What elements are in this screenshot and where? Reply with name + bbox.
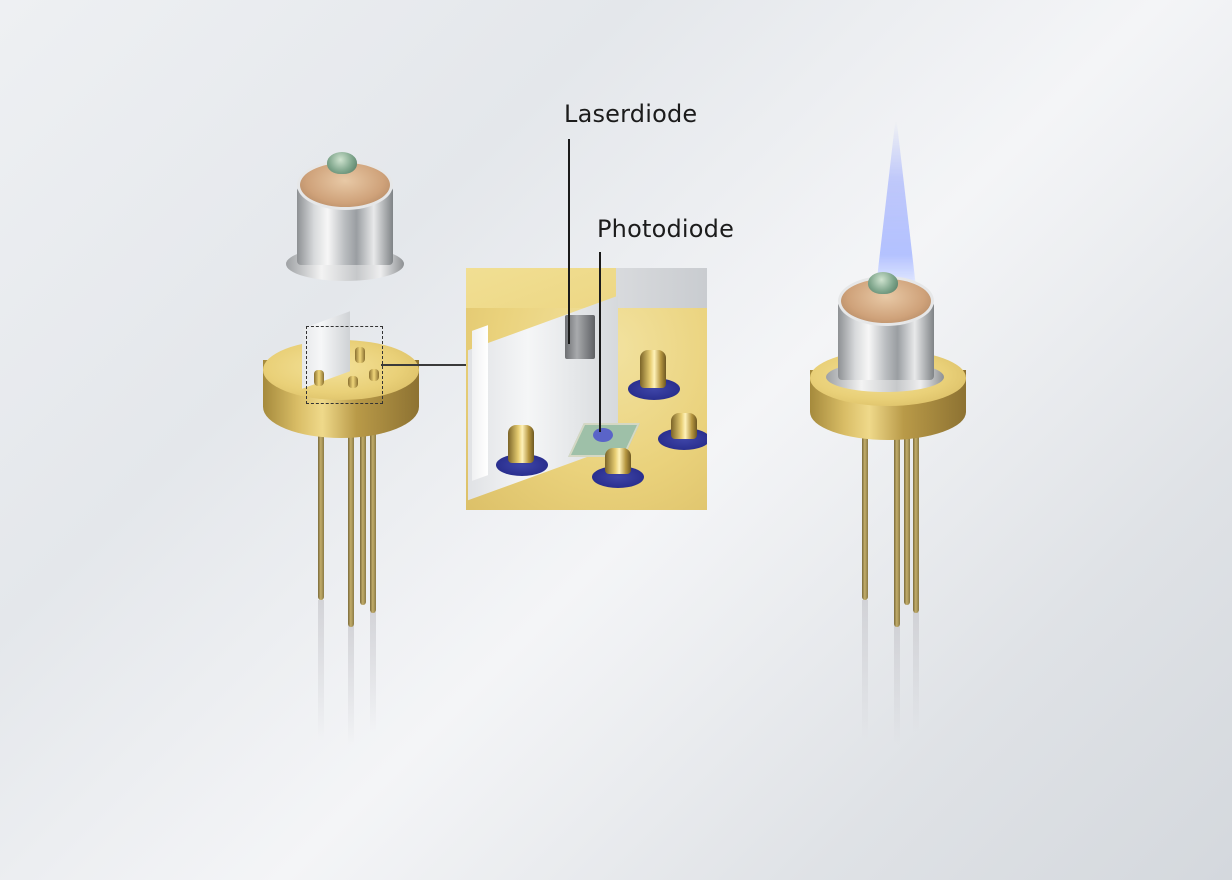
pin [894,430,900,627]
pin [913,430,919,613]
pin [348,430,354,627]
pin [370,430,376,613]
zoom-region-box [306,326,383,404]
pin-reflection [318,600,324,740]
laser-diode-chip [565,315,595,359]
photodiode-label: Photodiode [597,215,735,243]
post [640,350,666,388]
pin [360,430,366,605]
photodiode-active-area [593,428,613,442]
submount-edge [472,325,488,481]
post [508,425,534,463]
left-cap-lens [327,152,357,174]
pin [904,430,910,605]
photodiode-leader-line [599,252,601,432]
pin-reflection [370,612,376,732]
left-post [314,370,324,386]
pin-reflection [894,625,900,745]
magnified-inset [466,268,707,510]
laserdiode-leader-line [568,139,570,344]
left-post [355,347,365,363]
post [671,413,697,439]
right-cap-lens [868,272,898,294]
post [605,448,631,474]
pin [318,430,324,600]
pin-reflection [862,600,868,740]
left-post [348,376,358,388]
laser-beam [876,122,916,287]
callout-connector-line [381,364,467,366]
pin [862,430,868,600]
pin-reflection [913,612,919,732]
left-post [369,369,379,381]
pin-reflection [348,625,354,745]
laserdiode-label: Laserdiode [564,100,698,128]
